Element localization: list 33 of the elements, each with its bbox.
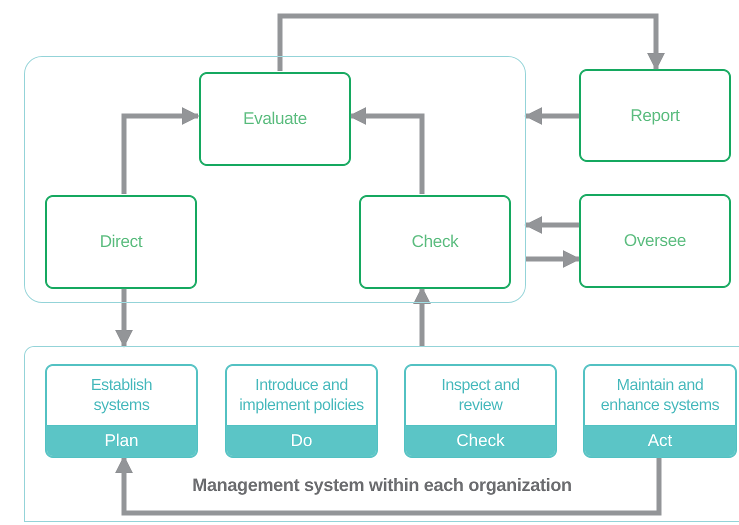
process-box [579,69,731,162]
process-label: Evaluate [243,109,307,129]
arrow [278,14,665,71]
step-card [225,364,378,458]
step-card [45,364,198,458]
step-label: Do [227,425,376,456]
arrow [524,216,579,234]
arrow [526,250,581,268]
arrow [524,107,579,125]
process-label: Oversee [624,231,686,251]
process-label: Report [630,106,680,126]
arrow [122,107,200,194]
step-description: Establish systems [90,376,154,416]
group-frame [24,56,526,303]
step-card [404,364,557,458]
step-label: Check [406,425,555,456]
group-frame [24,346,739,522]
arrow [115,455,662,516]
step-description: Inspect and review [440,376,521,416]
step-label: Act [585,425,735,456]
step-label: Plan [47,425,196,456]
process-box [579,194,731,288]
step-description: Introduce and implement policies [238,376,365,416]
process-box [359,195,511,289]
step-card [583,364,737,458]
process-label: Check [412,232,458,252]
process-box [199,72,351,166]
step-description: Maintain and enhance systems [600,376,720,416]
arrow [413,286,431,346]
arrow [115,288,133,348]
process-label: Direct [100,232,142,252]
process-box [45,195,197,289]
frame-caption: Management system within each organization [191,475,573,496]
